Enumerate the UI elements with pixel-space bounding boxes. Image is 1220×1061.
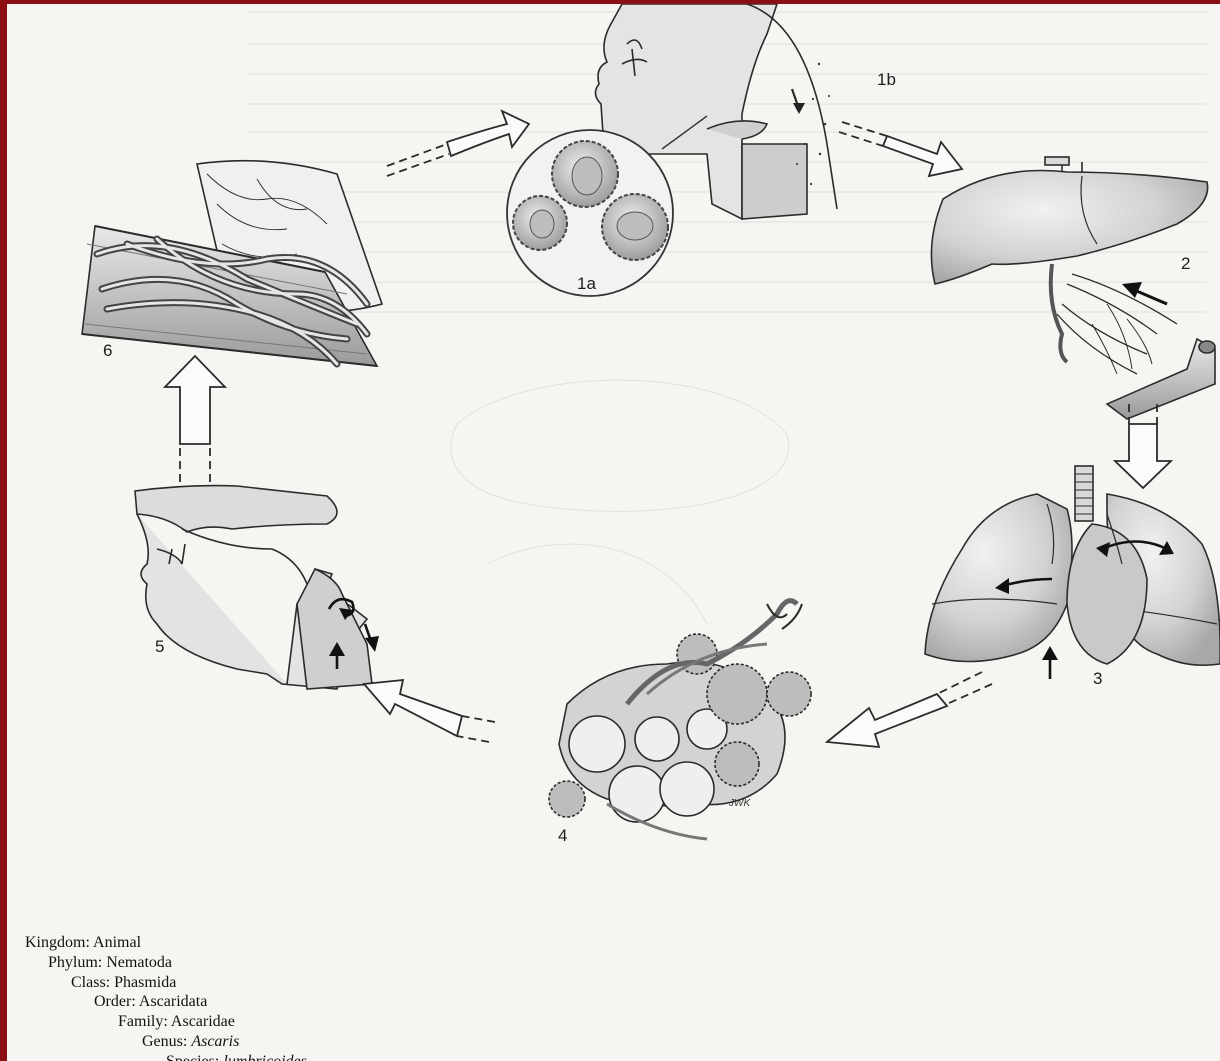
rank-value: Ascaridae: [171, 1013, 235, 1030]
ascaris-egg: [602, 194, 668, 260]
taxonomy-row-kingdom: Kingdom: Animal: [25, 933, 307, 953]
ascaris-egg: [552, 141, 618, 207]
rank-label: Order:: [94, 993, 136, 1010]
artist-signature: JWK: [728, 798, 751, 809]
textbook-page: JWK: [7, 4, 1220, 1061]
liver-illustration-2: [931, 157, 1215, 419]
rank-label: Phylum:: [48, 954, 102, 971]
arrow-5-to-6: [165, 356, 225, 482]
taxonomy-row-genus: Genus: Ascaris: [25, 1032, 307, 1052]
stage-label-2: 2: [1181, 254, 1190, 274]
rank-label: Genus:: [142, 1033, 187, 1050]
rank-label: Family:: [118, 1013, 168, 1030]
alveoli-illustration-4: JWK: [549, 601, 811, 839]
taxonomy-row-class: Class: Phasmida: [25, 973, 307, 993]
taxonomy-row-family: Family: Ascaridae: [25, 1012, 307, 1032]
intestine-illustration-6: [82, 161, 382, 366]
arrow-6-to-1b: [387, 111, 529, 176]
rank-value: lumbricoides: [223, 1053, 307, 1061]
rank-value: Nematoda: [106, 954, 172, 971]
stage-label-3: 3: [1093, 669, 1102, 689]
taxonomy-row-species: Species: lumbricoides: [25, 1052, 307, 1061]
taxonomy-row-phylum: Phylum: Nematoda: [25, 953, 307, 973]
arrow-4-to-5: [364, 680, 495, 742]
stage-label-4: 4: [558, 826, 567, 846]
life-cycle-diagram: JWK: [7, 4, 1220, 1061]
taxonomy-row-order: Order: Ascaridata: [25, 992, 307, 1012]
rank-value: Animal: [93, 934, 141, 951]
ascaris-egg: [513, 196, 567, 250]
lungs-illustration-3: [925, 466, 1220, 679]
arrow-3-to-4: [827, 672, 992, 747]
stage-label-5: 5: [155, 637, 164, 657]
rank-value: Phasmida: [114, 974, 176, 991]
stage-label-1b: 1b: [877, 70, 896, 90]
stage-label-1a: 1a: [577, 274, 596, 294]
stage-label-6: 6: [103, 341, 112, 361]
taxonomy-list: Kingdom: Animal Phylum: Nematoda Class: …: [25, 933, 307, 1061]
arrow-1b-to-2: [839, 122, 962, 176]
rank-label: Kingdom:: [25, 934, 90, 951]
rank-label: Class:: [71, 974, 110, 991]
rank-label: Species:: [166, 1053, 219, 1061]
rank-value: Ascaris: [191, 1033, 239, 1050]
rank-value: Ascaridata: [139, 993, 207, 1010]
throat-illustration-5: [135, 486, 379, 689]
